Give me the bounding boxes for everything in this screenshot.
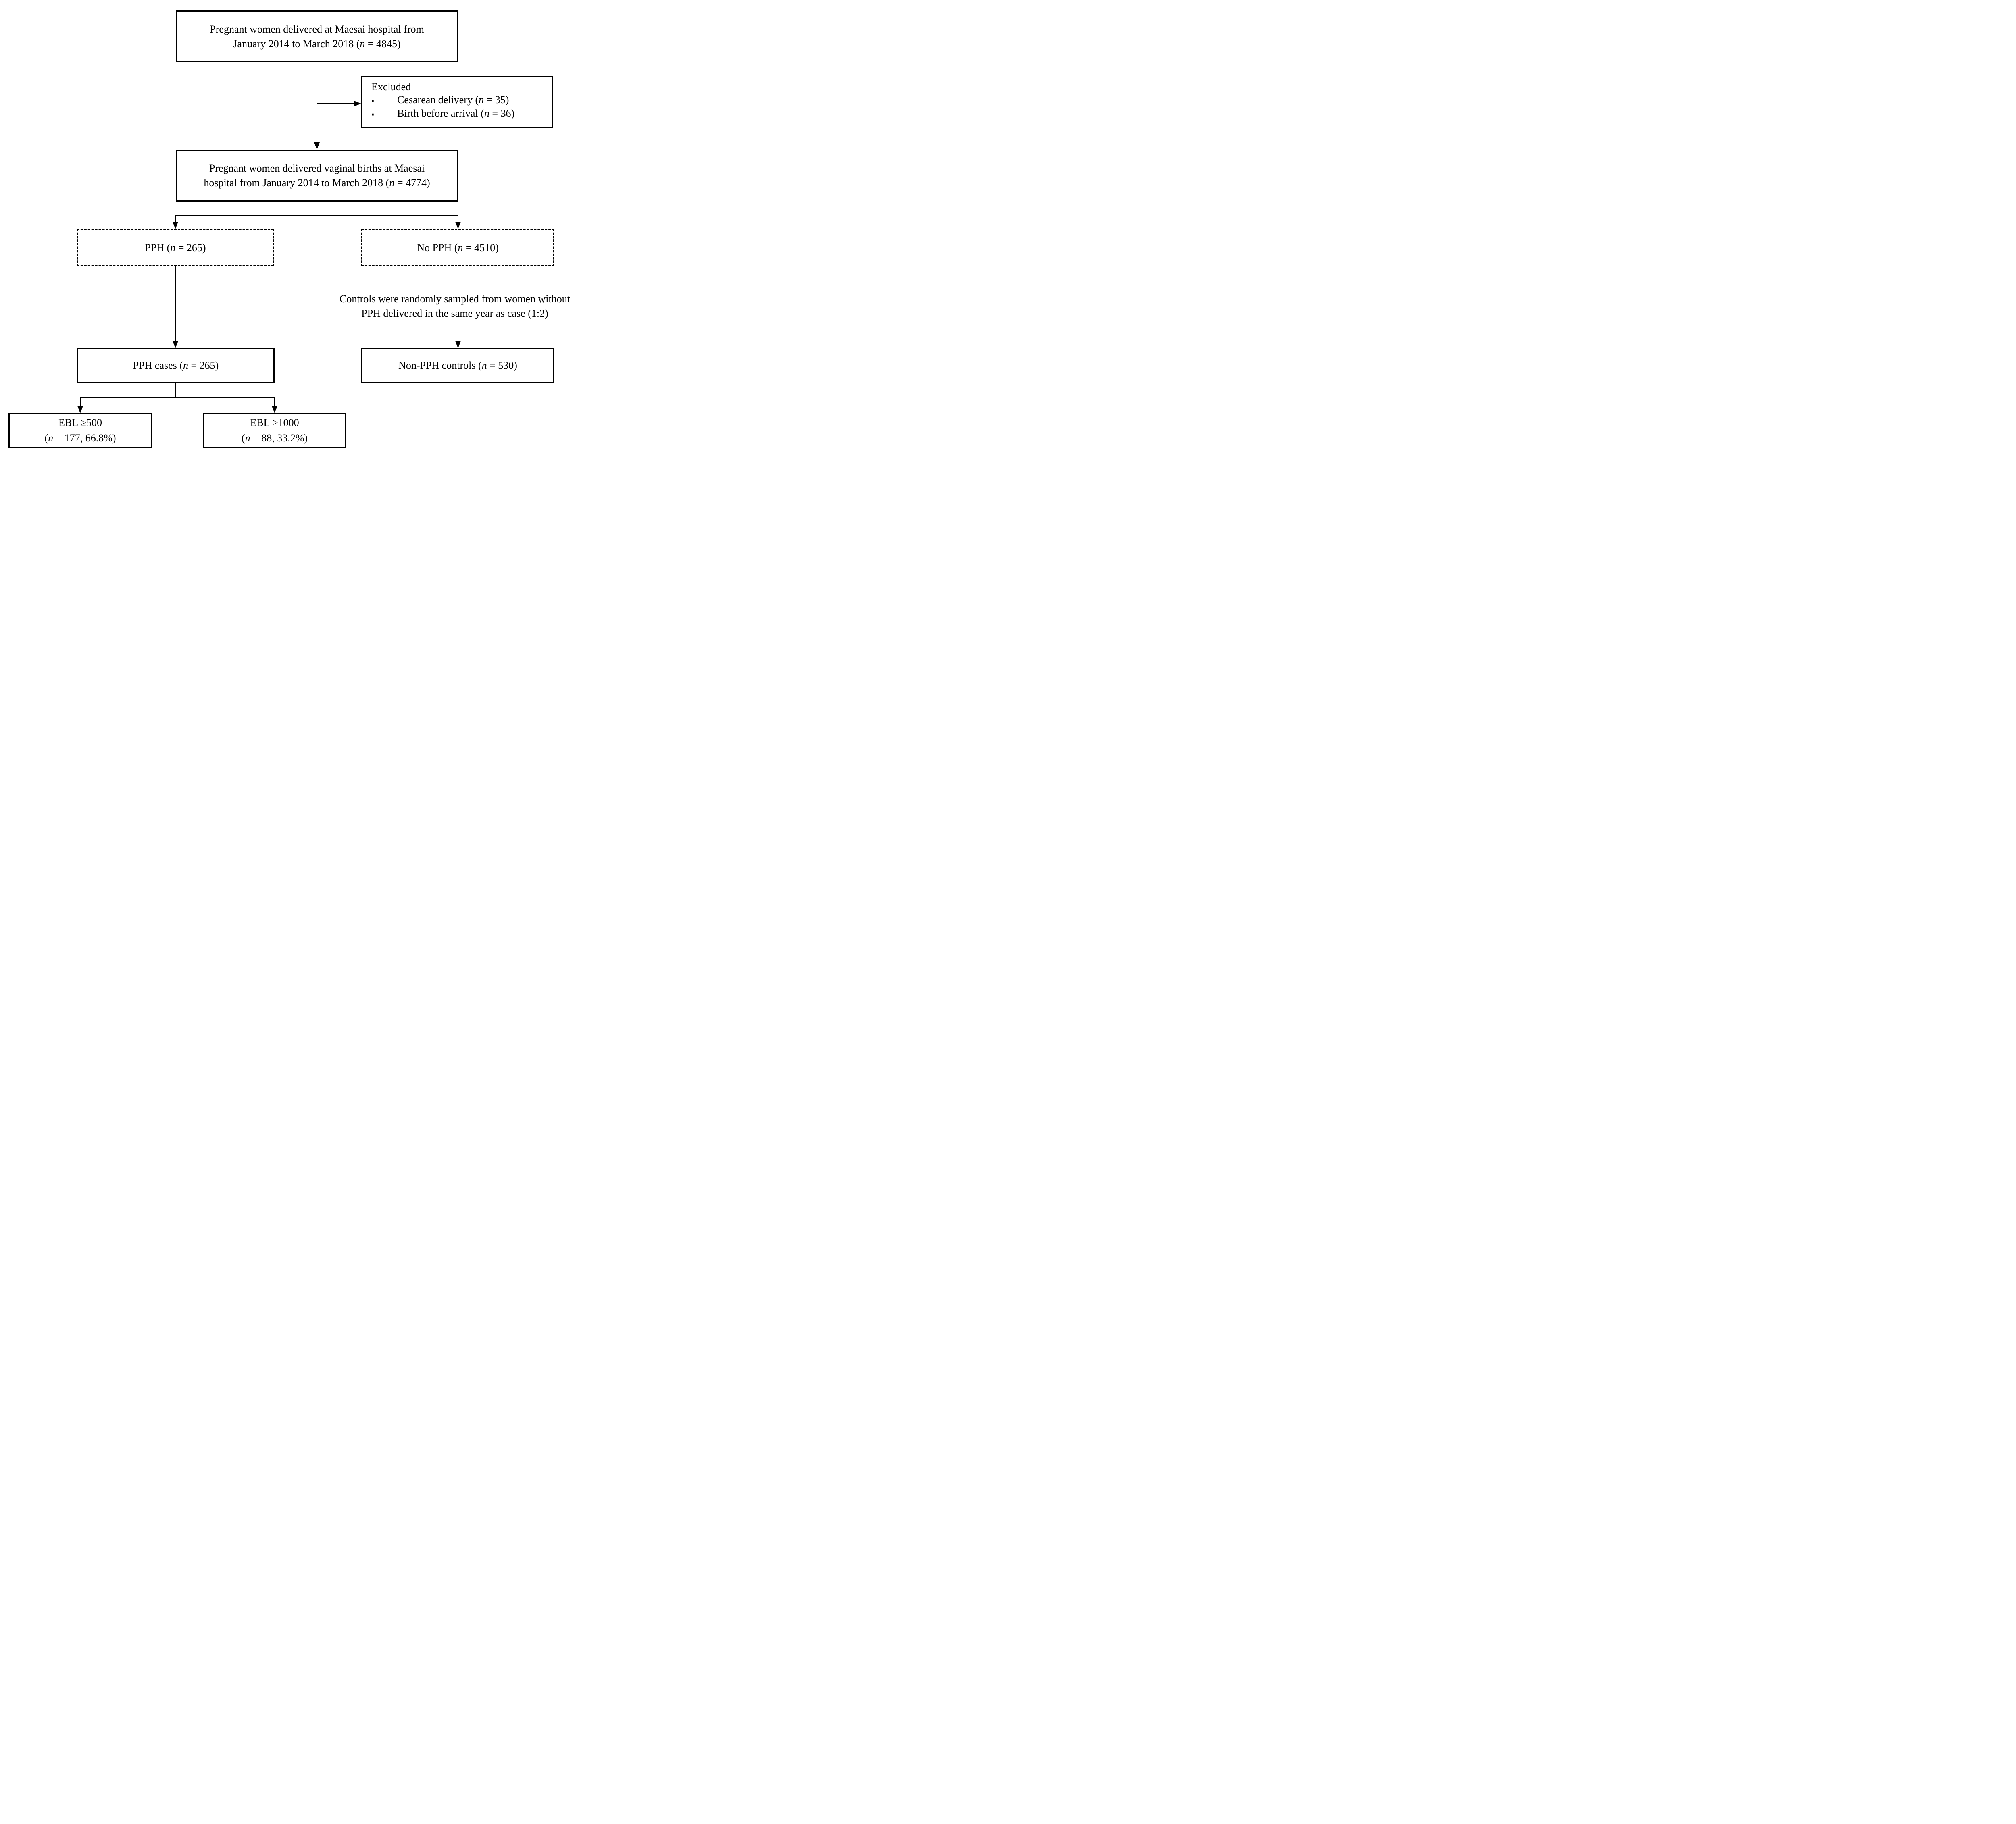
box-vaginal-births: Pregnant women delivered vaginal births … <box>176 150 458 202</box>
bullet-square-icon: ▪ <box>371 110 374 119</box>
box-pph-cases: PPH cases (n = 265) <box>77 348 275 383</box>
box-ebl-1000-line2: (n = 88, 33.2%) <box>241 432 308 444</box>
connector-cases-stub <box>175 383 176 397</box>
sampling-note: Controls were randomly sampled from wome… <box>322 292 588 321</box>
connector-ebl-left-drop <box>80 397 81 406</box>
connector-ebl-right-drop <box>274 397 275 406</box>
box-ebl-1000-line1: EBL >1000 <box>250 417 299 428</box>
box-vaginal-births-line1: Pregnant women delivered vaginal births … <box>209 162 425 174</box>
arrowhead-into-pph-box <box>173 222 178 229</box>
connector-to-excluded <box>317 103 354 104</box>
pph-study-flow-diagram: Pregnant women delivered at Maesai hospi… <box>0 0 593 456</box>
box-pph-label: PPH (n = 265) <box>145 241 206 254</box>
box-ebl-500-line2: (n = 177, 66.8%) <box>44 432 116 444</box>
excluded-item-cesarean-label: Cesarean delivery (n = 35) <box>397 94 509 106</box>
arrowhead-into-ebl-1000-box <box>272 406 277 413</box>
arrowhead-into-vaginal-box <box>314 142 320 150</box>
arrowhead-into-ebl-500-box <box>77 406 83 413</box>
box-excluded: Excluded ▪ Cesarean delivery (n = 35) ▪ … <box>361 76 553 128</box>
connector-split-bar <box>175 215 458 216</box>
box-pph: PPH (n = 265) <box>77 229 274 266</box>
box-ebl-500: EBL ≥500 (n = 177, 66.8%) <box>8 413 152 448</box>
arrowhead-into-pph-cases-box <box>173 341 178 348</box>
box-total-deliveries: Pregnant women delivered at Maesai hospi… <box>176 10 458 62</box>
connector-split-left-drop <box>175 215 176 222</box>
bullet-square-icon: ▪ <box>371 97 374 105</box>
box-vaginal-births-line2: hospital from January 2014 to March 2018… <box>204 177 430 189</box>
sampling-note-line2: PPH delivered in the same year as case (… <box>361 308 548 319</box>
box-non-pph-controls-label: Non-PPH controls (n = 530) <box>398 360 517 371</box>
box-ebl-1000: EBL >1000 (n = 88, 33.2%) <box>203 413 346 448</box>
box-ebl-500-line1: EBL ≥500 <box>58 417 102 428</box>
box-total-deliveries-line2: January 2014 to March 2018 (n = 4845) <box>233 37 401 50</box>
excluded-item-cesarean: ▪ Cesarean delivery (n = 35) <box>371 94 509 107</box>
box-total-deliveries-line1: Pregnant women delivered at Maesai hospi… <box>210 23 424 35</box>
excluded-title: Excluded <box>371 81 411 93</box>
box-non-pph-controls: Non-PPH controls (n = 530) <box>361 348 554 383</box>
box-pph-cases-label: PPH cases (n = 265) <box>133 360 219 371</box>
box-no-pph: No PPH (n = 4510) <box>361 229 554 266</box>
arrowhead-into-excluded-box <box>354 101 361 106</box>
excluded-item-bba-label: Birth before arrival (n = 36) <box>397 108 515 119</box>
box-no-pph-label: No PPH (n = 4510) <box>417 241 499 254</box>
excluded-item-bba: ▪ Birth before arrival (n = 36) <box>371 107 514 121</box>
connector-ebl-split-bar <box>80 397 275 398</box>
connector-pph-to-cases <box>175 266 176 341</box>
arrowhead-into-controls-box <box>455 341 461 348</box>
arrowhead-into-no-pph-box <box>455 222 461 229</box>
sampling-note-line1: Controls were randomly sampled from wome… <box>339 293 570 305</box>
